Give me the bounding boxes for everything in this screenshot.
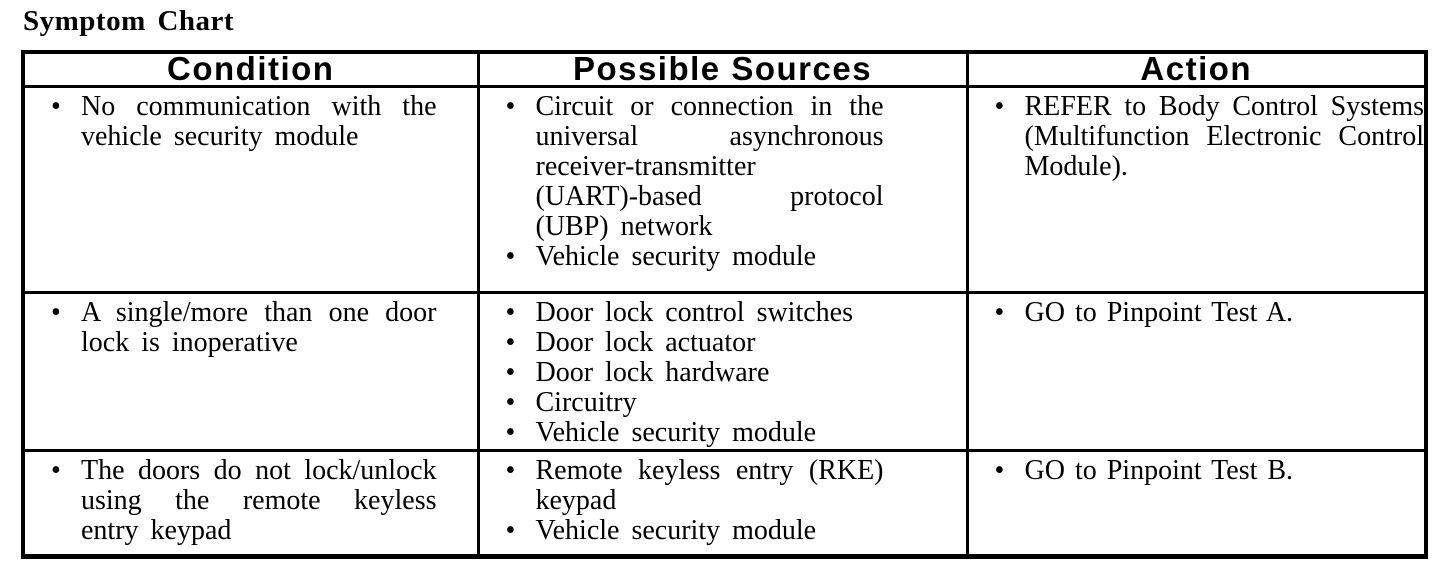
bullet-list: • Remote keyless entry (RKE) keypad • Ve… <box>480 454 966 546</box>
bullet-icon: • <box>994 90 1005 122</box>
column-header-possible-sources: Possible Sources <box>476 50 969 88</box>
list-item-text: Door lock hardware <box>535 356 770 388</box>
list-item-text: Door lock actuator <box>535 326 756 358</box>
bullet-icon: • <box>994 296 1005 328</box>
list-item: • GO to Pinpoint Test A. <box>969 296 1425 328</box>
list-item-text: REFER to Body Control Systems (Multifunc… <box>1024 90 1425 182</box>
table-row: • A single/more than one door lock is in… <box>21 290 1428 452</box>
list-item: • Vehicle security module <box>480 416 966 448</box>
bullet-icon: • <box>505 514 516 546</box>
list-item-text: Vehicle security module <box>535 514 817 546</box>
bullet-list: • GO to Pinpoint Test B. <box>969 454 1425 486</box>
bullet-icon: • <box>505 454 516 486</box>
condition-cell: • A single/more than one door lock is in… <box>21 290 480 452</box>
possible-sources-cell: • Circuit or connection in the universal… <box>476 84 969 294</box>
list-item: • Circuit or connection in the universal… <box>480 90 966 242</box>
condition-cell: • The doors do not lock/unlock using the… <box>21 448 480 558</box>
list-item: • Door lock hardware <box>480 356 966 388</box>
table-row: • No communication with the vehicle secu… <box>21 84 1428 294</box>
list-item: • The doors do not lock/unlock using the… <box>25 454 477 546</box>
bullet-icon: • <box>505 326 516 358</box>
list-item: • Vehicle security module <box>480 240 966 272</box>
list-item-text: GO to Pinpoint Test A. <box>1024 296 1294 328</box>
header-row: Condition Possible Sources Action <box>21 50 1428 88</box>
bullet-icon: • <box>994 454 1005 486</box>
list-item: • REFER to Body Control Systems (Multifu… <box>969 90 1425 182</box>
action-cell: • GO to Pinpoint Test A. <box>965 290 1428 452</box>
bullet-icon: • <box>505 416 516 448</box>
bullet-list: • REFER to Body Control Systems (Multifu… <box>969 90 1425 182</box>
list-item-text: A single/more than one door lock is inop… <box>81 296 437 358</box>
list-item-text: Vehicle security module <box>535 416 817 448</box>
list-item: • GO to Pinpoint Test B. <box>969 454 1425 486</box>
bullet-icon: • <box>505 356 516 388</box>
bullet-list: • Circuit or connection in the universal… <box>480 90 966 272</box>
bullet-icon: • <box>505 296 516 328</box>
bullet-icon: • <box>51 90 61 122</box>
condition-cell: • No communication with the vehicle secu… <box>21 84 480 294</box>
list-item: • Door lock control switches <box>480 296 966 328</box>
list-item-text: Circuitry <box>535 386 637 418</box>
list-item-text: Circuit or connection in the universal a… <box>535 90 884 242</box>
list-item-text: Vehicle security module <box>535 240 817 272</box>
bullet-list: • Door lock control switches • Door lock… <box>480 296 966 448</box>
bullet-list: • The doors do not lock/unlock using the… <box>25 454 477 546</box>
action-cell: • GO to Pinpoint Test B. <box>965 448 1428 558</box>
possible-sources-cell: • Remote keyless entry (RKE) keypad • Ve… <box>476 448 969 558</box>
action-cell: • REFER to Body Control Systems (Multifu… <box>965 84 1428 294</box>
list-item-text: GO to Pinpoint Test B. <box>1024 454 1294 486</box>
symptom-chart-table: Condition Possible Sources Action • No c… <box>21 50 1428 559</box>
list-item-text: Door lock control switches <box>535 296 854 328</box>
list-item-text: The doors do not lock/unlock using the r… <box>81 454 437 546</box>
column-header-action: Action <box>965 50 1428 88</box>
bullet-icon: • <box>51 296 61 328</box>
bullet-icon: • <box>51 454 61 486</box>
list-item: • Door lock actuator <box>480 326 966 358</box>
list-item: • Circuitry <box>480 386 966 418</box>
table-row: • The doors do not lock/unlock using the… <box>21 448 1428 558</box>
list-item: • Remote keyless entry (RKE) keypad <box>480 454 966 516</box>
page-title: Symptom Chart <box>23 5 235 37</box>
bullet-list: • GO to Pinpoint Test A. <box>969 296 1425 328</box>
possible-sources-cell: • Door lock control switches • Door lock… <box>476 290 969 452</box>
bullet-icon: • <box>505 90 516 122</box>
bullet-list: • A single/more than one door lock is in… <box>25 296 477 358</box>
list-item-text: No communication with the vehicle securi… <box>81 90 437 152</box>
list-item: • A single/more than one door lock is in… <box>25 296 477 358</box>
list-item: • Vehicle security module <box>480 514 966 546</box>
bullet-icon: • <box>505 240 516 272</box>
list-item: • No communication with the vehicle secu… <box>25 90 477 152</box>
bullet-icon: • <box>505 386 516 418</box>
column-header-condition: Condition <box>21 50 480 88</box>
list-item-text: Remote keyless entry (RKE) keypad <box>535 454 884 516</box>
bullet-list: • No communication with the vehicle secu… <box>25 90 477 152</box>
